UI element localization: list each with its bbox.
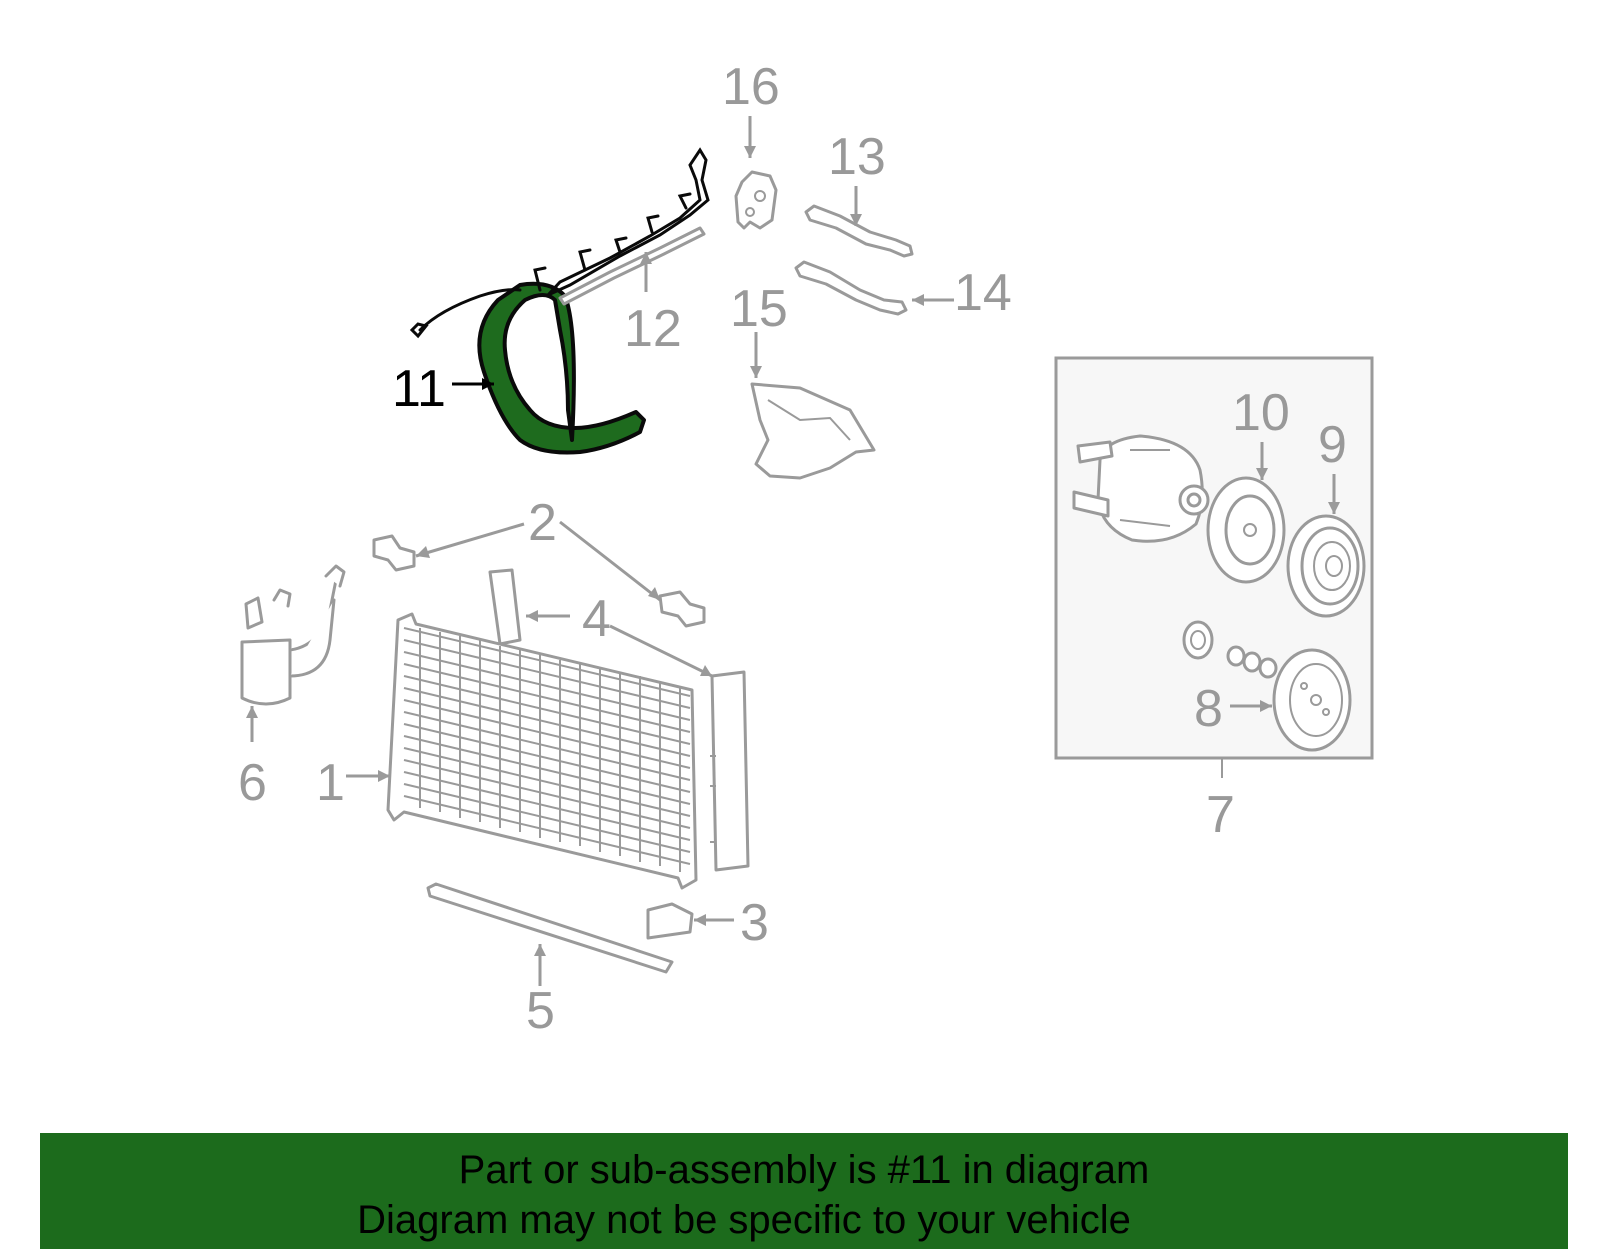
part-9-pulley[interactable] (1286, 514, 1366, 618)
part-4-seal-right[interactable] (710, 670, 750, 872)
part-10-clutch-plate[interactable] (1206, 476, 1286, 584)
callout-10: 10 (1232, 384, 1290, 442)
part-6-receiver-drier[interactable] (240, 564, 346, 706)
callout-16: 16 (722, 58, 780, 116)
callout-8: 8 (1194, 680, 1223, 738)
callout-5: 5 (526, 982, 555, 1040)
part-8-pulley[interactable] (1272, 648, 1352, 752)
callout-2: 2 (528, 494, 557, 552)
callout-3: 3 (740, 894, 769, 952)
part-12-liquid-line[interactable] (558, 226, 706, 306)
callout-7: 7 (1206, 786, 1235, 844)
part-16-block-fitting[interactable] (734, 170, 778, 230)
callout-13: 13 (828, 128, 886, 186)
part-13-hose[interactable] (804, 204, 914, 258)
part-11-hose-highlighted[interactable] (409, 147, 710, 455)
compressor-body[interactable] (1072, 434, 1210, 543)
callout-15: 15 (730, 280, 788, 338)
callout-9: 9 (1318, 416, 1347, 474)
callout-1: 1 (316, 754, 345, 812)
part-15-shield[interactable] (750, 382, 876, 480)
callout-4: 4 (582, 590, 611, 648)
part-5-lower-seal[interactable] (426, 882, 674, 974)
info-banner: Part or sub-assembly is #11 in diagram D… (40, 1133, 1568, 1249)
banner-line-2: Diagram may not be specific to your vehi… (357, 1198, 1131, 1242)
callout-11: 11 (392, 360, 446, 418)
compressor-small-parts (1182, 620, 1278, 679)
callout-12: 12 (624, 300, 682, 358)
banner-line-1: Part or sub-assembly is #11 in diagram (458, 1148, 1150, 1192)
callout-numbers: 1 2 3 4 5 6 7 8 9 10 11 12 13 14 15 16 (238, 58, 1347, 1040)
part-14-hose[interactable] (794, 260, 908, 316)
part-3-bracket[interactable] (646, 902, 694, 940)
part-1-condenser[interactable] (386, 612, 698, 890)
part-2-bracket-right[interactable] (658, 590, 706, 628)
callout-14: 14 (954, 264, 1012, 322)
callout-6: 6 (238, 754, 267, 812)
part-2-bracket-left[interactable] (372, 534, 416, 572)
leader-lines (246, 116, 1340, 986)
part-4-seal-top[interactable] (488, 568, 522, 646)
